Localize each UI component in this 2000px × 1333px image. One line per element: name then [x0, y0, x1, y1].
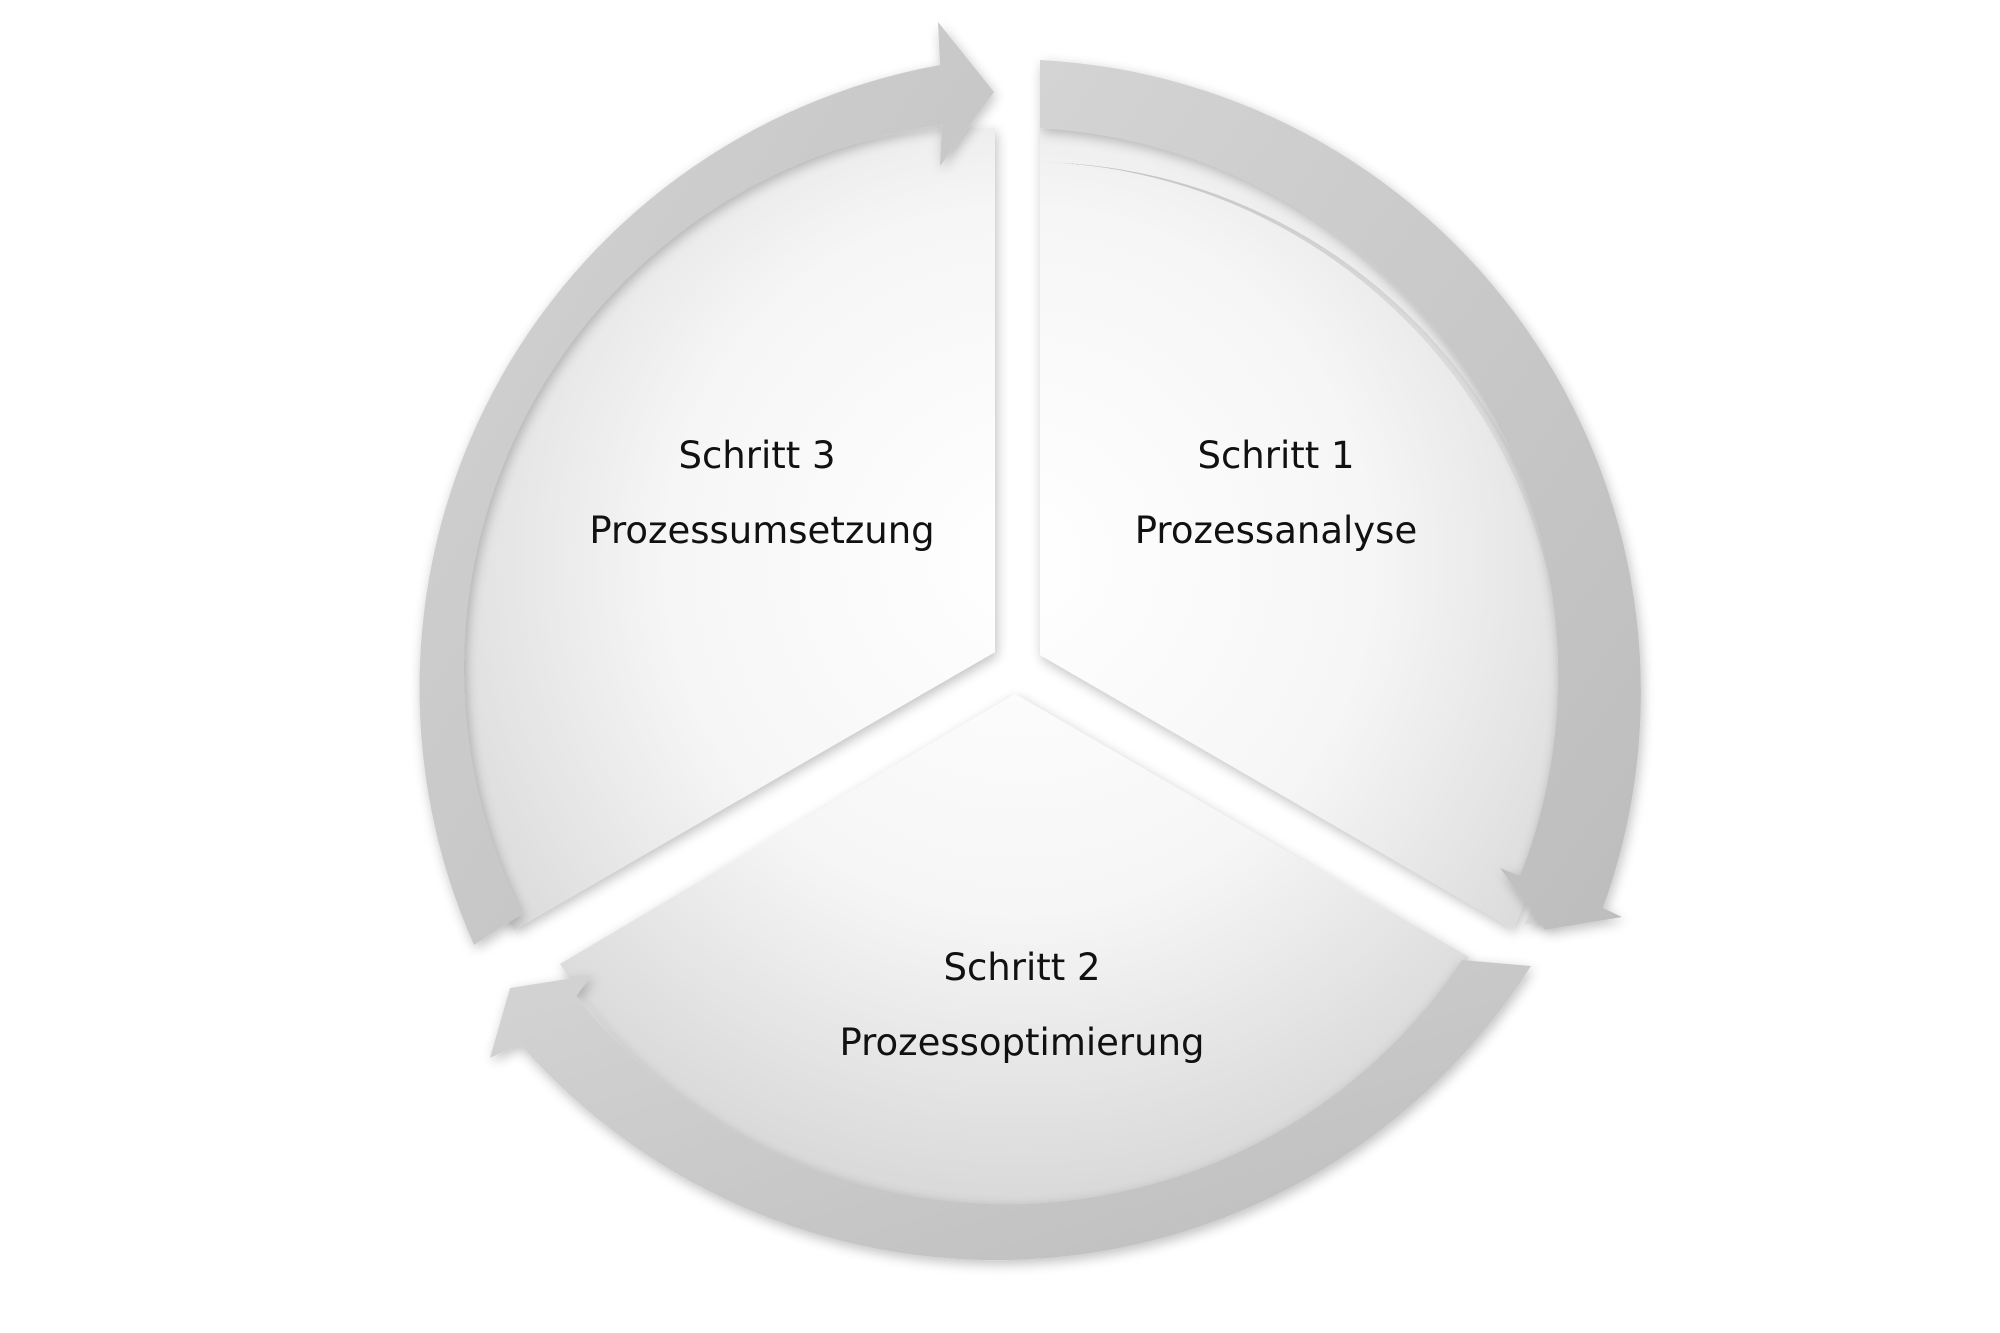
segment-step-1: [1040, 60, 1641, 930]
segment-step-2: [490, 694, 1531, 1261]
step-2-title: Schritt 2: [943, 946, 1100, 989]
arrow-step-2: [490, 960, 1531, 1261]
step-3-name: Prozessumsetzung: [589, 509, 934, 552]
step-1-name: Prozessanalyse: [1135, 509, 1417, 552]
step-1-title: Schritt 1: [1197, 434, 1354, 477]
segment-step-2-shape: [560, 694, 1469, 1209]
step-3-title: Schritt 3: [678, 434, 835, 477]
segment-step-3: [419, 22, 995, 945]
segment-step-3-shape: [446, 127, 995, 931]
arrow-step-3: [419, 22, 994, 945]
arrow-step-1: [1040, 60, 1641, 930]
step-2-name: Prozessoptimierung: [839, 1021, 1204, 1064]
